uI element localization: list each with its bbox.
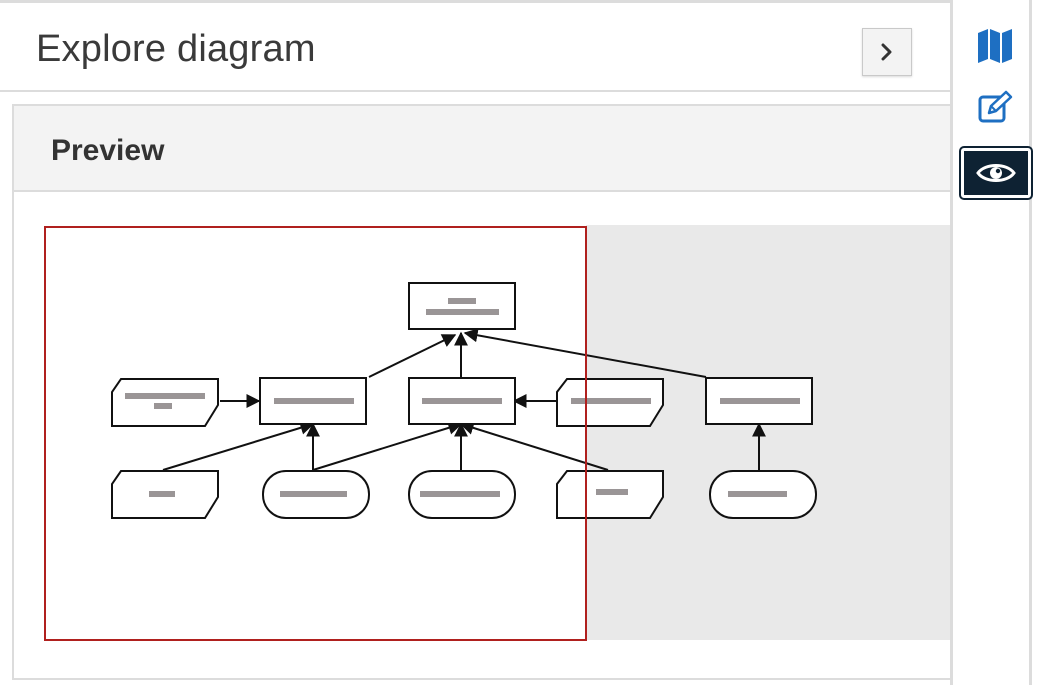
toolbar-map-button[interactable] — [960, 20, 1030, 70]
diagram-nodes — [111, 282, 817, 519]
right-toolbar — [950, 0, 1033, 685]
diagram-minimap[interactable] — [43, 225, 950, 640]
diagram-node-solution — [408, 470, 516, 519]
diagram-node-rect — [408, 377, 516, 425]
diagram-node-context — [556, 470, 664, 519]
panel-header: Explore diagram — [0, 6, 950, 92]
diagram-node-solution — [262, 470, 370, 519]
diagram-node-rect — [259, 377, 367, 425]
preview-header: Preview — [14, 106, 950, 192]
diagram-node-context — [556, 378, 664, 427]
diagram-node-context — [111, 470, 219, 519]
toolbar-edit-button[interactable] — [960, 82, 1030, 132]
map-icon — [978, 29, 1012, 63]
diagram-minimap-svg — [43, 225, 817, 640]
panel-title: Explore diagram — [36, 28, 316, 70]
minimap-viewport[interactable] — [44, 226, 587, 641]
diagram-node-solution — [709, 470, 817, 519]
diagram-node-goal — [408, 282, 516, 330]
eye-icon — [976, 164, 1016, 182]
preview-title: Preview — [51, 134, 165, 167]
collapse-panel-button[interactable] — [862, 28, 912, 76]
chevron-right-icon — [881, 43, 892, 61]
toolbar-preview-button[interactable] — [959, 146, 1033, 200]
diagram-node-context — [111, 378, 219, 427]
edit-icon — [978, 90, 1013, 123]
diagram-node-rect — [705, 377, 813, 425]
